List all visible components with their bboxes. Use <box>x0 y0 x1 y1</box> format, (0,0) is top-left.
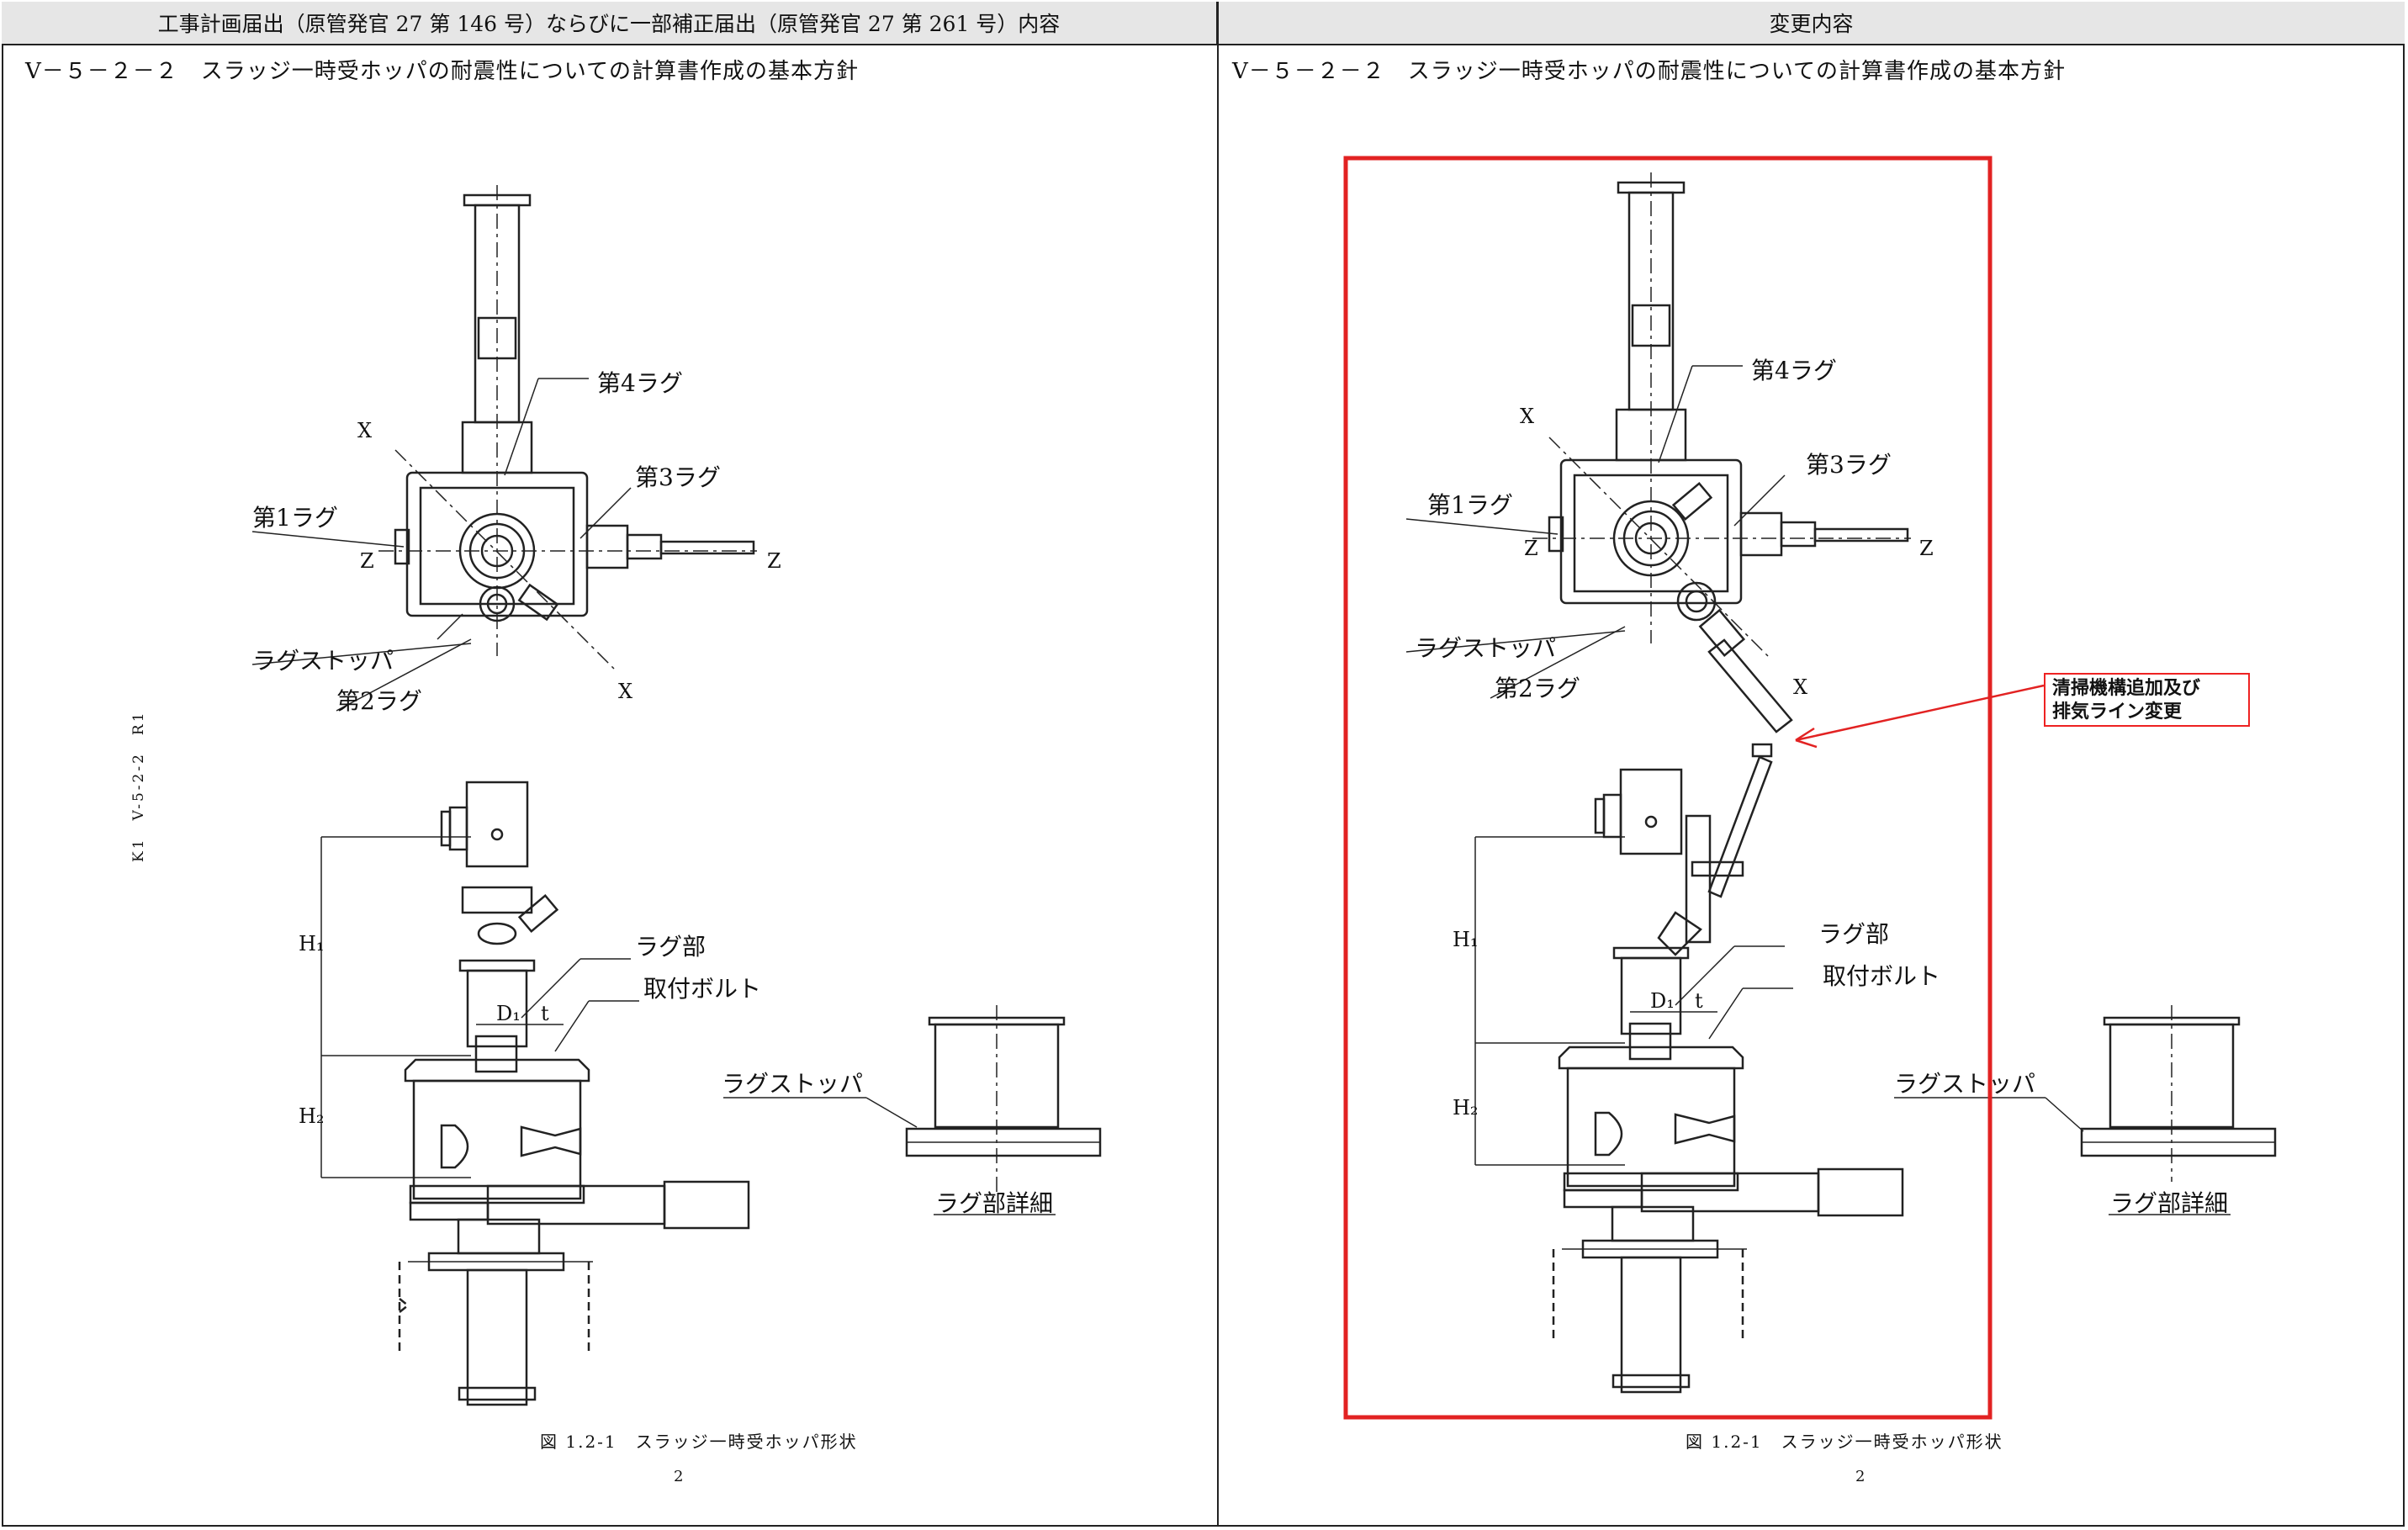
label-d1-right: D₁ <box>1650 989 1675 1013</box>
label-x-top-left: X <box>357 419 372 442</box>
label-x-bottom-right: X <box>1793 675 1807 699</box>
label-lug-stopper-elev-left: ラグストッパ <box>722 1070 863 1098</box>
figure-caption-left: 図 1.2-1 スラッジ一時受ホッパ形状 <box>540 1432 858 1452</box>
label-lug3-left: 第3ラグ <box>635 463 721 491</box>
figure-caption-right: 図 1.2-1 スラッジ一時受ホッパ形状 <box>1686 1432 2003 1452</box>
label-lug2-left: 第2ラグ <box>336 687 422 715</box>
label-h2-right: H₂ <box>1453 1096 1479 1120</box>
change-note-line-1: 清掃機構追加及び <box>2052 678 2201 699</box>
label-z-left-right: Z <box>1524 537 1538 560</box>
label-lug4-right: 第4ラグ <box>1751 357 1837 384</box>
label-x-top-right: X <box>1520 405 1534 428</box>
label-lug3-right: 第3ラグ <box>1806 451 1892 479</box>
section-title-right: V－５－２－２ スラッジ一時受ホッパの耐震性についての計算書作成の基本方針 <box>1232 59 2066 84</box>
column-divider <box>1217 2 1219 1527</box>
label-mounting-bolt-left: 取付ボルト <box>643 975 761 1003</box>
label-t-right: t <box>1695 989 1703 1013</box>
label-d1-left: D₁ <box>496 1002 521 1025</box>
label-z-right-right: Z <box>1919 537 1934 560</box>
label-z-left-left: Z <box>360 549 374 573</box>
label-lug-detail-left: ラグ部詳細 <box>935 1189 1053 1217</box>
label-h1-right: H₁ <box>1453 928 1479 951</box>
label-lug4-left: 第4ラグ <box>597 369 683 397</box>
label-lug1-left: 第1ラグ <box>252 504 338 532</box>
label-lug-part-left: ラグ部 <box>635 933 706 961</box>
page-number-left: 2 <box>674 1468 684 1485</box>
label-lug1-right: 第1ラグ <box>1427 491 1513 519</box>
label-t-left: t <box>541 1002 549 1025</box>
label-lug-stopper-right: ラグストッパ <box>1415 634 1556 662</box>
change-note-line-2: 排気ライン変更 <box>2052 701 2183 723</box>
label-lug-part-right: ラグ部 <box>1818 920 1889 948</box>
label-lug-stopper-left: ラグストッパ <box>252 647 394 675</box>
change-highlight-box <box>1343 156 1993 1420</box>
section-title-left: V－５－２－２ スラッジ一時受ホッパの耐震性についての計算書作成の基本方針 <box>25 59 859 84</box>
arrow-icon <box>1795 727 1818 749</box>
label-lug-detail-right: ラグ部詳細 <box>2110 1189 2228 1217</box>
label-x-bottom-left: X <box>618 680 632 703</box>
page-number-right: 2 <box>1855 1468 1866 1485</box>
label-lug2-right: 第2ラグ <box>1495 675 1580 702</box>
label-lug-stopper-elev-right: ラグストッパ <box>1894 1070 2035 1098</box>
change-note: 清掃機構追加及び 排気ライン変更 <box>2044 673 2250 727</box>
label-z-right-left: Z <box>767 549 781 573</box>
label-h2-left: H₂ <box>299 1104 325 1128</box>
label-h1-left: H₁ <box>299 932 325 956</box>
label-mounting-bolt-right: 取付ボルト <box>1823 962 1940 990</box>
hopper-drawing-left: 第4ラグ 第3ラグ 第1ラグ ラグストッパ 第2ラグ X X Z Z H₁ H₂… <box>251 185 1102 1406</box>
header-original-content: 工事計画届出（原管発官 27 第 146 号）ならびに一部補正届出（原管発官 2… <box>2 2 1218 45</box>
header-changed-content: 変更内容 <box>1218 2 2405 45</box>
